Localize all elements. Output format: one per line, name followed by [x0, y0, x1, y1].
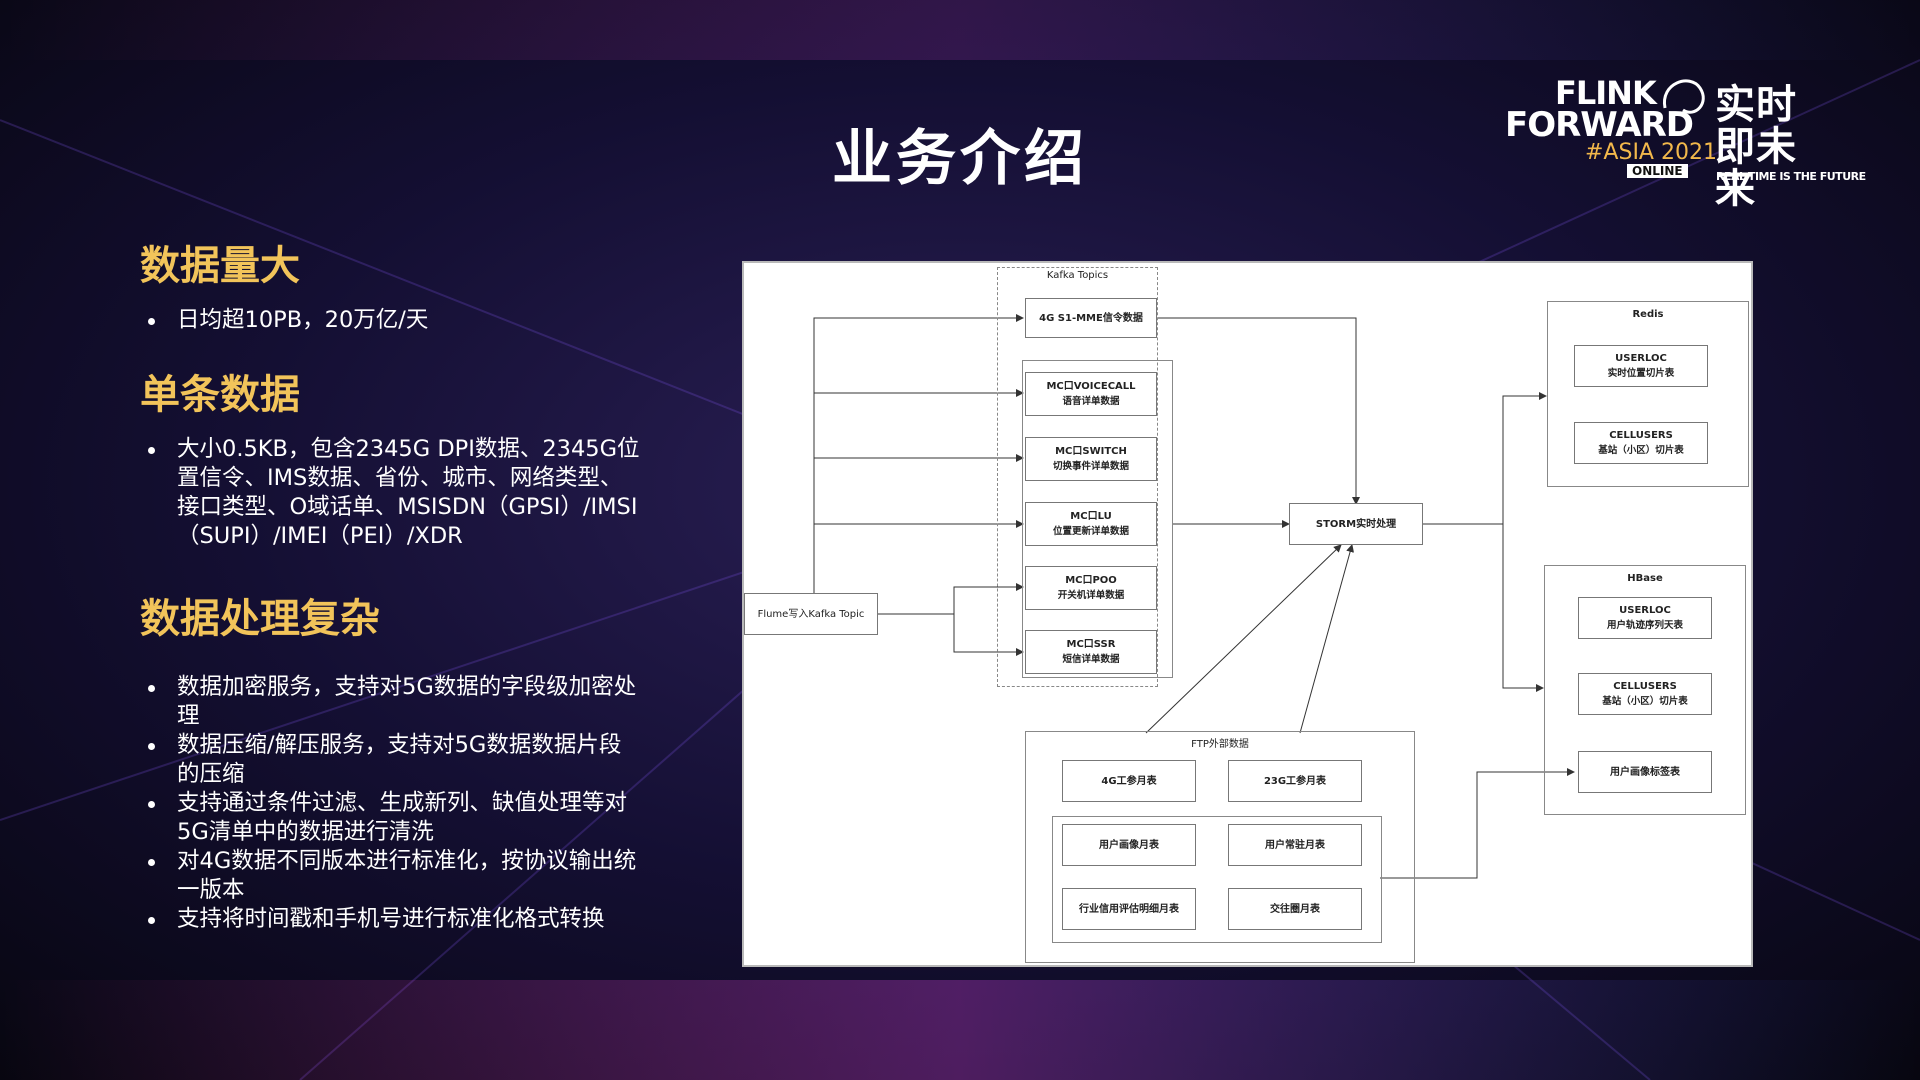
- table-name: CELLUSERS: [1613, 681, 1677, 692]
- ftp-frame: [1025, 731, 1415, 963]
- topic-box: MC口VOICECALL 语音详单数据: [1025, 372, 1157, 416]
- bullet-item: 日均超10PB，20万亿/天: [140, 306, 640, 335]
- hbase-label: HBase: [1627, 573, 1663, 584]
- ftp-label: FTP外部数据: [1191, 739, 1249, 750]
- ftp-table-box: 行业信用评估明细月表: [1062, 888, 1196, 930]
- redis-frame: [1547, 301, 1749, 487]
- logo-asia-text: #ASIA 2021: [1585, 140, 1717, 165]
- table-desc: 基站（小区）切片表: [1602, 696, 1688, 707]
- topic-desc: 开关机详单数据: [1057, 590, 1125, 601]
- topic-s1mme-box: 4G S1-MME信令数据: [1025, 298, 1157, 338]
- table-name: CELLUSERS: [1609, 430, 1673, 441]
- kafka-topics-frame: [997, 267, 1158, 687]
- squirrel-icon: [1663, 79, 1705, 114]
- slide-title: 业务介绍: [832, 124, 1088, 194]
- topic-box: MC口SWITCH 切换事件详单数据: [1025, 437, 1157, 481]
- section-volume: 数据量大 日均超10PB，20万亿/天: [140, 240, 640, 335]
- redis-label: Redis: [1632, 309, 1664, 320]
- logo-cn-text: 实时 即未来: [1715, 84, 1835, 210]
- topic-name: MC口LU: [1070, 511, 1112, 522]
- redis-table-box: USERLOC 实时位置切片表: [1574, 345, 1708, 387]
- flink-forward-logo: FLINK FORWARD #ASIA 2021 ONLINE 实时 即未来 R…: [1505, 74, 1866, 210]
- bullet-item: 大小0.5KB，包含2345G DPI数据、2345G位置信令、IMS数据、省份…: [140, 435, 640, 551]
- ftp-table-box: 交往圈月表: [1228, 888, 1362, 930]
- bullet-item: 支持将时间戳和手机号进行标准化格式转换: [140, 905, 640, 934]
- logo-forward-text: FORWARD: [1505, 105, 1694, 145]
- ftp-table-box: 23G工参月表: [1228, 760, 1362, 802]
- bullet-item: 数据压缩/解压服务，支持对5G数据数据片段的压缩: [140, 731, 640, 789]
- topic-s1mme-label: 4G S1-MME信令数据: [1039, 312, 1143, 324]
- topic-desc: 位置更新详单数据: [1052, 526, 1129, 537]
- section-title: 数据量大: [140, 243, 300, 289]
- table-name: 4G工参月表: [1101, 775, 1157, 787]
- table-name: 交往圈月表: [1270, 903, 1320, 915]
- logo-en-text: REAL-TIME IS THE FUTURE: [1716, 170, 1866, 183]
- bullet-item: 数据加密服务，支持对5G数据的字段级加密处理: [140, 673, 640, 731]
- hbase-table-box: USERLOC 用户轨迹序列天表: [1578, 597, 1712, 639]
- hbase-table-box: 用户画像标签表: [1578, 751, 1712, 793]
- section-title: 单条数据: [140, 372, 300, 418]
- hbase-frame: [1544, 565, 1746, 815]
- kafka-topics-label: Kafka Topics: [1046, 270, 1109, 281]
- ftp-table-box: 用户画像月表: [1062, 824, 1196, 866]
- logo-flink-text: FLINK: [1555, 74, 1657, 112]
- content-left: 数据量大 日均超10PB，20万亿/天 单条数据 大小0.5KB，包含2345G…: [140, 240, 640, 934]
- table-name: 用户画像标签表: [1610, 766, 1680, 778]
- table-name: 行业信用评估明细月表: [1079, 903, 1179, 915]
- bullet-item: 对4G数据不同版本进行标准化，按协议输出统一版本: [140, 847, 640, 905]
- section-processing: 数据处理复杂 数据加密服务，支持对5G数据的字段级加密处理 数据压缩/解压服务，…: [140, 593, 640, 934]
- topic-name: MC口VOICECALL: [1046, 381, 1136, 392]
- topic-desc: 切换事件详单数据: [1052, 461, 1129, 472]
- bullet-item: 支持通过条件过滤、生成新列、缺值处理等对5G清单中的数据进行清洗: [140, 789, 640, 847]
- topic-name: MC口POO: [1065, 575, 1117, 586]
- logo-cn-line2: 即未来: [1715, 124, 1797, 212]
- redis-table-box: CELLUSERS 基站（小区）切片表: [1574, 422, 1708, 464]
- ftp-inner-frame: [1052, 816, 1382, 943]
- ftp-table-box: 4G工参月表: [1062, 760, 1196, 802]
- table-name: USERLOC: [1619, 605, 1671, 616]
- table-desc: 基站（小区）切片表: [1598, 445, 1684, 456]
- table-desc: 用户轨迹序列天表: [1606, 620, 1683, 631]
- ftp-table-box: 用户常驻月表: [1228, 824, 1362, 866]
- topic-name: MC口SWITCH: [1055, 446, 1127, 457]
- topic-name: MC口SSR: [1066, 639, 1116, 650]
- table-name: 用户常驻月表: [1265, 839, 1325, 851]
- hbase-table-box: CELLUSERS 基站（小区）切片表: [1578, 673, 1712, 715]
- mc-topics-frame: [1022, 360, 1173, 678]
- topic-desc: 短信详单数据: [1062, 654, 1120, 665]
- flume-source-box: Flume写入Kafka Topic: [744, 593, 878, 635]
- table-name: 23G工参月表: [1263, 775, 1327, 787]
- logo-online-badge: ONLINE: [1627, 164, 1688, 178]
- architecture-diagram: Kafka Topics Flume写入Kafka Topic 4G S1-MM…: [742, 261, 1753, 967]
- table-desc: 实时位置切片表: [1607, 368, 1675, 379]
- diagram-connectors: [813, 314, 1575, 879]
- logo-cn-line1: 实时: [1715, 82, 1797, 128]
- storm-label: STORM实时处理: [1315, 518, 1397, 530]
- table-name: 用户画像月表: [1099, 839, 1159, 851]
- topic-box: MC口LU 位置更新详单数据: [1025, 502, 1157, 546]
- topic-desc: 语音详单数据: [1062, 396, 1120, 407]
- section-title: 数据处理复杂: [140, 596, 380, 642]
- topic-box: MC口SSR 短信详单数据: [1025, 630, 1157, 674]
- topic-box: MC口POO 开关机详单数据: [1025, 566, 1157, 610]
- section-record: 单条数据 大小0.5KB，包含2345G DPI数据、2345G位置信令、IMS…: [140, 369, 640, 551]
- table-name: USERLOC: [1615, 353, 1667, 364]
- flume-source-label: Flume写入Kafka Topic: [757, 608, 865, 620]
- storm-box: STORM实时处理: [1289, 503, 1423, 545]
